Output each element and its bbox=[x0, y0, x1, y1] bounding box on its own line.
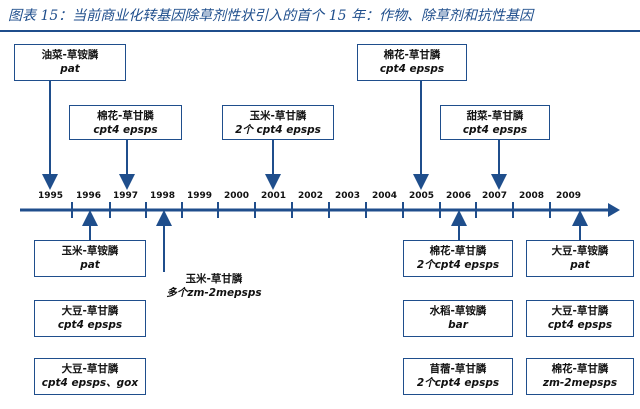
event-crop: 油菜-草铵膦 bbox=[41, 49, 99, 61]
figure-title: 图表 15：当前商业化转基因除草剂性状引入的首个 15 年：作物、除草剂和抗性基… bbox=[8, 8, 533, 24]
event-gene: bar bbox=[448, 319, 468, 331]
event-crop: 大豆-草甘膦 bbox=[61, 363, 119, 375]
event-gene: zm-2mepsps bbox=[542, 377, 618, 389]
year-label: 2006 bbox=[446, 191, 472, 201]
event-crop: 水稻-草铵膦 bbox=[429, 305, 487, 317]
event-crop: 玉米-草铵膦 bbox=[61, 245, 119, 257]
event-box-2009c: 棉花-草甘膦 zm-2mepsps bbox=[526, 358, 634, 395]
event-box-1995: 油菜-草铵膦 pat bbox=[14, 44, 126, 81]
event-box-2001: 玉米-草甘膦 2个 cpt4 epsps bbox=[222, 105, 334, 140]
event-crop: 甜菜-草甘膦 bbox=[466, 110, 524, 122]
figure-header: 图表 15：当前商业化转基因除草剂性状引入的首个 15 年：作物、除草剂和抗性基… bbox=[0, 0, 640, 34]
event-crop: 棉花-草甘膦 bbox=[551, 363, 609, 375]
year-label: 2001 bbox=[261, 191, 287, 201]
event-box-2009: 大豆-草铵膦 pat bbox=[526, 240, 634, 277]
year-label: 2007 bbox=[482, 191, 508, 201]
event-crop: 苜蓿-草甘膦 bbox=[429, 363, 487, 375]
year-label: 1999 bbox=[187, 191, 213, 201]
event-box-2005: 棉花-草甘膦 cpt4 epsps bbox=[357, 44, 467, 81]
year-label: 2004 bbox=[372, 191, 398, 201]
event-gene: 2个cpt4 epsps bbox=[416, 377, 500, 389]
event-gene: pat bbox=[60, 63, 80, 75]
event-crop: 玉米-草甘膦 bbox=[185, 273, 243, 285]
event-crop: 棉花-草甘膦 bbox=[97, 110, 154, 122]
event-box-1996: 玉米-草铵膦 pat bbox=[34, 240, 146, 277]
event-crop: 棉花-草甘膦 bbox=[429, 245, 487, 257]
event-label-1998: 玉米-草甘膦 多个zm-2mepsps bbox=[158, 272, 270, 300]
event-box-1997: 棉花-草甘膦 cpt4 epsps bbox=[69, 105, 182, 140]
event-crop: 大豆-草甘膦 bbox=[61, 305, 119, 317]
event-gene: cpt4 epsps bbox=[547, 319, 613, 331]
event-crop: 大豆-草甘膦 bbox=[551, 305, 609, 317]
event-box-2007: 甜菜-草甘膦 cpt4 epsps bbox=[440, 105, 550, 140]
event-box-1996c: 大豆-草甘膦 cpt4 epsps、gox bbox=[34, 358, 146, 395]
year-label: 2008 bbox=[519, 191, 545, 201]
year-label: 2003 bbox=[335, 191, 361, 201]
event-box-2006: 棉花-草甘膦 2个cpt4 epsps bbox=[403, 240, 513, 277]
year-label: 2005 bbox=[409, 191, 435, 201]
year-label: 1996 bbox=[76, 191, 102, 201]
year-label: 1997 bbox=[113, 191, 139, 201]
event-box-2006c: 苜蓿-草甘膦 2个cpt4 epsps bbox=[403, 358, 513, 395]
event-gene: cpt4 epsps bbox=[462, 124, 528, 136]
event-crop: 大豆-草铵膦 bbox=[551, 245, 609, 257]
event-gene: pat bbox=[80, 259, 100, 271]
timeline-arrowhead bbox=[608, 203, 620, 217]
event-box-1996b: 大豆-草甘膦 cpt4 epsps bbox=[34, 300, 146, 337]
year-label: 1995 bbox=[38, 191, 64, 201]
year-ticks bbox=[71, 202, 551, 218]
event-gene: cpt4 epsps、gox bbox=[41, 377, 139, 389]
event-gene: 2个 cpt4 epsps bbox=[235, 124, 321, 136]
year-label: 1998 bbox=[150, 191, 176, 201]
event-box-2006b: 水稻-草铵膦 bar bbox=[403, 300, 513, 337]
event-gene: pat bbox=[570, 259, 590, 271]
event-box-2009b: 大豆-草甘膦 cpt4 epsps bbox=[526, 300, 634, 337]
event-crop: 玉米-草甘膦 bbox=[249, 110, 307, 122]
title-rule bbox=[0, 30, 640, 32]
year-label: 2002 bbox=[298, 191, 324, 201]
event-gene: cpt4 epsps bbox=[93, 124, 158, 136]
event-gene: cpt4 epsps bbox=[57, 319, 123, 331]
event-gene: cpt4 epsps bbox=[379, 63, 445, 75]
event-gene: 2个cpt4 epsps bbox=[416, 259, 500, 271]
year-label: 2000 bbox=[224, 191, 250, 201]
year-label: 2009 bbox=[556, 191, 582, 201]
event-gene: 多个zm-2mepsps bbox=[166, 287, 262, 299]
event-crop: 棉花-草甘膦 bbox=[383, 49, 441, 61]
